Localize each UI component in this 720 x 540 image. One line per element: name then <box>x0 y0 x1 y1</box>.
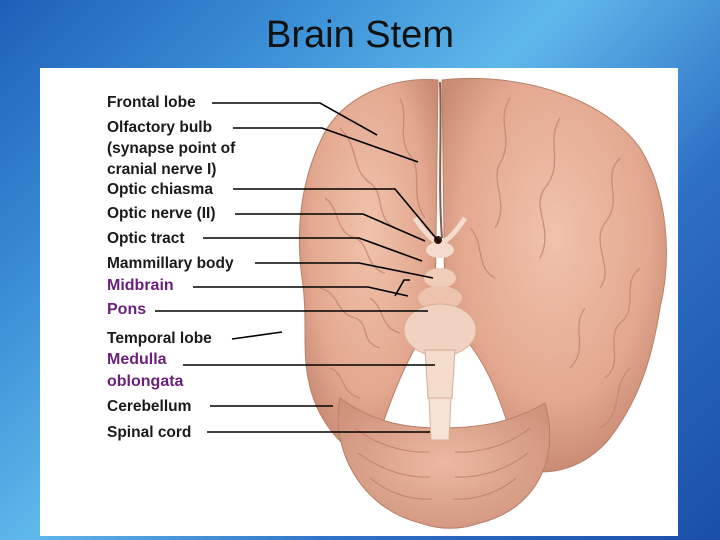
slide-title: Brain Stem <box>266 14 454 56</box>
label-optic-chiasma: Optic chiasma <box>107 181 213 198</box>
brain-illustration <box>155 77 667 529</box>
gyri-texture <box>319 97 641 429</box>
label-mammillary-body: Mammillary body <box>107 255 234 272</box>
label-temporal-lobe: Temporal lobe <box>107 330 212 347</box>
spinal-cord-shape <box>428 397 452 441</box>
leader-optic-chiasma <box>233 188 441 244</box>
diagram-panel: Frontal lobe Olfactory bulb (synapse poi… <box>40 68 678 536</box>
mammillary-shape <box>424 268 456 288</box>
longitudinal-fissure <box>439 81 443 239</box>
label-olfactory-bulb: Olfactory bulb <box>107 119 213 136</box>
leader-optic-nerve <box>235 213 426 242</box>
label-pons: Pons <box>107 301 147 318</box>
leader-olfactory-bulb <box>233 127 419 163</box>
label-olfactory-bulb-note-2: cranial nerve I) <box>107 161 217 178</box>
label-optic-nerve: Optic nerve (II) <box>107 205 216 222</box>
label-frontal-lobe: Frontal lobe <box>107 94 196 111</box>
label-olfactory-bulb-note-1: (synapse point of <box>107 140 236 157</box>
label-medulla: Medulla <box>107 351 167 368</box>
medulla-shape <box>424 349 456 399</box>
label-cerebellum: Cerebellum <box>107 398 192 415</box>
label-spinal-cord: Spinal cord <box>107 424 192 441</box>
leader-optic-tract <box>203 237 423 262</box>
midbrain-shape <box>418 286 462 310</box>
label-midbrain: Midbrain <box>107 277 174 294</box>
leader-frontal-lobe <box>212 102 378 136</box>
leader-temporal-lobe <box>231 331 283 340</box>
leader-mammillary-body <box>255 262 434 279</box>
label-medulla-oblongata: oblongata <box>107 373 184 390</box>
leader-midbrain-bracket <box>394 279 410 297</box>
cerebellum-folia <box>354 427 531 500</box>
optic-chiasma-shape <box>426 242 454 258</box>
label-optic-tract: Optic tract <box>107 230 185 247</box>
leader-midbrain <box>193 286 409 297</box>
